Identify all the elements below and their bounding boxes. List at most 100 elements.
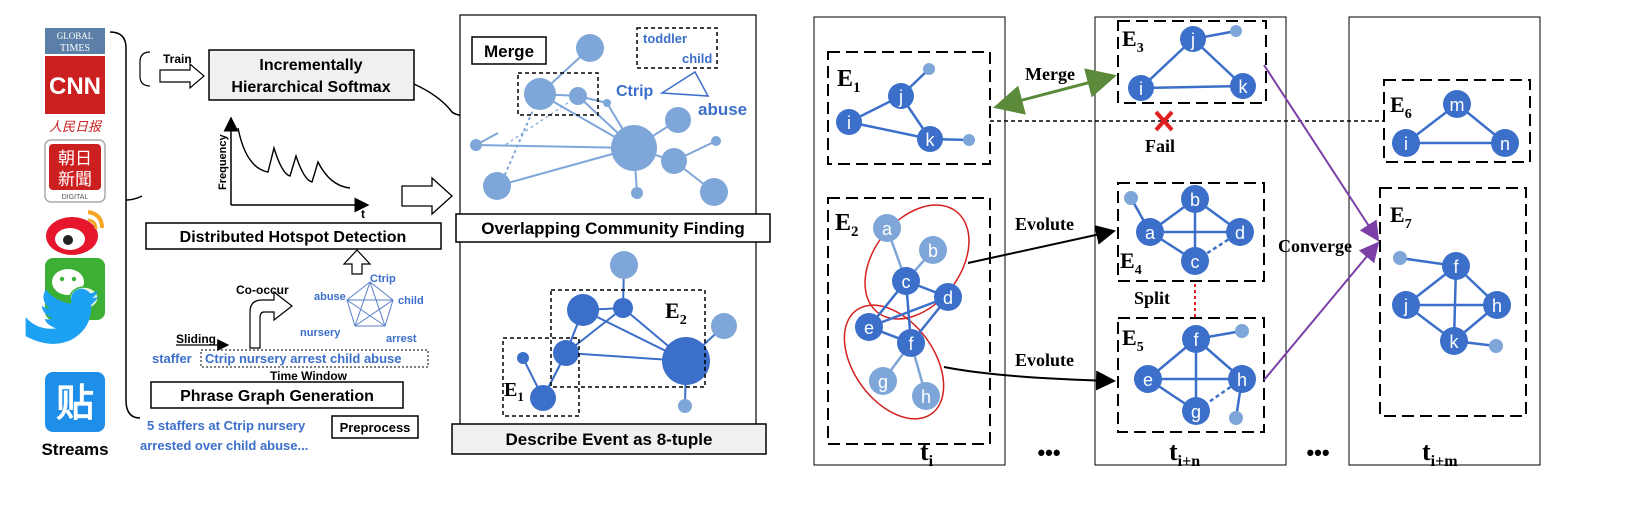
asahi-text-small: DIGITAL bbox=[62, 194, 89, 201]
e2-node-label: d bbox=[943, 288, 953, 308]
e2-node-label: c bbox=[902, 272, 911, 292]
e2-node-b: b bbox=[919, 236, 947, 264]
event-label-e3: E3 bbox=[1122, 26, 1144, 56]
cnn-text: CNN bbox=[49, 73, 101, 100]
stream-sources: GLOBAL TIMES CNN 人民日报 朝日 新聞 DIGITAL bbox=[25, 28, 151, 459]
e4-node-label: c bbox=[1191, 252, 1200, 272]
e4-node-d: d bbox=[1226, 218, 1254, 246]
e1-node-label: i bbox=[847, 113, 851, 133]
asahi-text-bottom: 新聞 bbox=[58, 170, 92, 189]
event-label-e7: E7 bbox=[1390, 202, 1412, 232]
streams-brace bbox=[109, 31, 141, 419]
event-label-e2: E2 bbox=[835, 210, 859, 240]
merge-arrow bbox=[993, 68, 1117, 115]
event-box-e7 bbox=[1379, 187, 1527, 417]
e5-node-label: g bbox=[1191, 402, 1201, 422]
e4-node-label: d bbox=[1235, 223, 1245, 243]
e2-node-label: g bbox=[878, 372, 888, 392]
word-abuse: abuse bbox=[698, 100, 747, 119]
softmax-box bbox=[208, 49, 415, 101]
e2-node-g: g bbox=[869, 367, 897, 395]
event-box-e5 bbox=[1117, 317, 1265, 433]
merge-transition-label: Merge bbox=[1025, 64, 1075, 84]
describe-label: Describe Event as 8-tuple bbox=[506, 430, 713, 449]
describe-box bbox=[451, 423, 767, 455]
e6-node-label: i bbox=[1404, 134, 1408, 154]
e2-node-label: b bbox=[928, 241, 938, 261]
e4-leaf-node bbox=[1124, 191, 1138, 205]
evolute-label-2: Evolute bbox=[1015, 350, 1074, 370]
phrase-graph: Ctrip abuse child nursery arrest bbox=[300, 273, 424, 345]
event-box-e4 bbox=[1117, 182, 1265, 282]
weibo-icon bbox=[46, 210, 104, 255]
e2-node-label: h bbox=[921, 387, 931, 407]
top-network-nodes bbox=[470, 34, 728, 206]
pipeline: Train Incrementally Hierarchical Softmax… bbox=[140, 49, 524, 453]
sliding-label: Sliding bbox=[176, 332, 216, 346]
event1-box bbox=[502, 337, 580, 417]
e7-node-f: f bbox=[1442, 252, 1470, 280]
bottom-network-nodes bbox=[517, 251, 737, 413]
e7-node-label: h bbox=[1492, 296, 1502, 316]
e1-node-i: i bbox=[836, 109, 862, 135]
evolute-arrow-1 bbox=[967, 225, 1116, 264]
sample-text-line1: 5 staffers at Ctrip nursery bbox=[147, 418, 306, 433]
event-label-e6: E6 bbox=[1390, 92, 1412, 122]
event-box-e1 bbox=[827, 51, 991, 165]
e6-node-m: m bbox=[1443, 90, 1471, 118]
split-label: Split bbox=[1134, 288, 1170, 308]
e5-node-e: e bbox=[1134, 365, 1162, 393]
softmax-line2: Hierarchical Softmax bbox=[231, 79, 390, 96]
e3-node-i: i bbox=[1128, 75, 1154, 101]
e3-node-label: k bbox=[1239, 77, 1249, 97]
event-label-e1: E1 bbox=[837, 66, 861, 96]
converge-arrow-2 bbox=[1263, 241, 1380, 381]
e3-node-k: k bbox=[1230, 73, 1256, 99]
column-tim bbox=[1348, 16, 1541, 466]
frequency-axis-label: Frequency bbox=[217, 133, 229, 190]
e1-node-label: j bbox=[898, 87, 903, 107]
peoples-daily-logo: 人民日报 bbox=[49, 119, 103, 134]
e7-node-label: k bbox=[1450, 332, 1460, 352]
e2-node-label: e bbox=[864, 318, 874, 338]
community-panel: Merge toddler child Ctrip abuse Overlapp… bbox=[451, 14, 771, 455]
event-label-e4: E4 bbox=[1120, 248, 1142, 278]
twitter-icon bbox=[25, 288, 99, 344]
e6-node-i: i bbox=[1392, 129, 1420, 157]
e2-node-label: a bbox=[882, 219, 893, 239]
asahi-logo: 朝日 新聞 DIGITAL bbox=[44, 139, 106, 203]
column-label-tin: ti+n bbox=[1169, 437, 1200, 470]
ellipsis-2: ••• bbox=[1306, 440, 1329, 465]
column-label-tim: ti+m bbox=[1422, 437, 1458, 470]
e7-node-h: h bbox=[1483, 291, 1511, 319]
sample-text-line2: arrested over child abuse... bbox=[140, 438, 308, 453]
window-tokens: Ctrip nursery arrest child abuse bbox=[205, 351, 402, 366]
graph-word-abuse: abuse bbox=[314, 291, 346, 303]
e2-ellipse-bottom bbox=[843, 304, 945, 420]
fail-icon bbox=[1154, 110, 1174, 132]
e1-node-j: j bbox=[888, 83, 914, 109]
community-title: Overlapping Community Finding bbox=[481, 219, 745, 238]
e4-node-label: b bbox=[1190, 190, 1200, 210]
merge-dashed-box bbox=[517, 72, 599, 116]
e2-node-f: f bbox=[897, 329, 925, 357]
graph-word-child: child bbox=[398, 295, 424, 307]
global-times-logo: GLOBAL TIMES bbox=[45, 28, 105, 54]
preprocess-box bbox=[331, 415, 419, 439]
hotspot-box bbox=[145, 222, 442, 250]
streams-label: Streams bbox=[41, 440, 108, 459]
e3-node-label: i bbox=[1139, 79, 1143, 99]
time-window-box bbox=[200, 349, 429, 368]
e3-node-j: j bbox=[1180, 26, 1206, 52]
e6-node-n: n bbox=[1491, 129, 1519, 157]
e4-node-a: a bbox=[1136, 218, 1164, 246]
event2-box bbox=[550, 289, 706, 388]
e6-node-label: m bbox=[1450, 95, 1465, 115]
e4-node-c: c bbox=[1181, 247, 1209, 275]
community-title-box bbox=[455, 213, 771, 243]
train-label: Train bbox=[163, 52, 192, 66]
word-ctrip: Ctrip bbox=[616, 83, 654, 100]
up-arrow bbox=[342, 249, 372, 275]
e2-node-d: d bbox=[934, 283, 962, 311]
